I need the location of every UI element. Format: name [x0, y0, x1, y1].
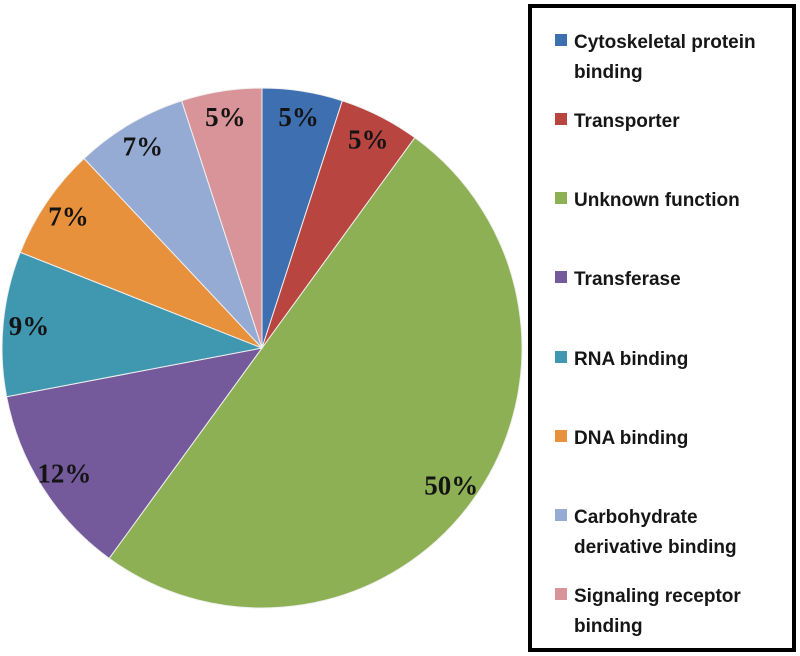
slice-percent-label: 7% [123, 132, 164, 162]
legend-item-0: Cytoskeletal protein binding [555, 28, 786, 107]
legend-label: Transferase [574, 269, 681, 291]
legend-label: Carbohydrate derivative binding [574, 506, 737, 558]
legend-item-7: Signaling receptor binding [555, 582, 786, 642]
pie-slice-4 [1, 251, 264, 398]
slice-percent-label: 5% [278, 102, 319, 132]
pie-slice-5 [19, 157, 263, 349]
legend-swatch-icon [555, 350, 567, 363]
slice-percent-label: 12% [37, 458, 91, 488]
legend-label: Signaling receptor binding [574, 585, 741, 637]
legend-swatch-icon [555, 271, 567, 284]
slice-percent-label: 7% [48, 201, 89, 231]
legend-item-1: Transporter [555, 107, 786, 186]
legend-item-4: RNA binding [555, 345, 786, 424]
slice-percent-label: 5% [205, 102, 246, 132]
slice-percent-label: 50% [424, 471, 478, 501]
legend-swatch-icon [555, 429, 567, 442]
legend-swatch-icon [555, 34, 567, 46]
pie-slice-2 [108, 136, 523, 609]
legend-item-3: Transferase [555, 265, 786, 344]
legend-swatch-icon [555, 508, 567, 521]
legend-item-5: DNA binding [555, 424, 786, 503]
legend-label: Transporter [574, 111, 680, 133]
pie-slice-3 [6, 347, 264, 560]
legend-swatch-icon [555, 192, 567, 205]
legend-label: DNA binding [574, 427, 689, 449]
slice-percent-label: 9% [9, 311, 50, 341]
legend-label: RNA binding [574, 348, 689, 370]
slice-percent-label: 5% [348, 125, 389, 155]
legend-swatch-icon [555, 113, 567, 126]
legend-label: Cytoskeletal protein binding [574, 32, 756, 83]
legend-swatch-icon [555, 587, 567, 600]
pie-slice-6 [83, 100, 263, 349]
legend-item-2: Unknown function [555, 186, 786, 265]
legend-item-6: Carbohydrate derivative binding [555, 503, 786, 582]
legend-label: Unknown function [574, 190, 740, 212]
pie-slice-7 [181, 87, 263, 349]
